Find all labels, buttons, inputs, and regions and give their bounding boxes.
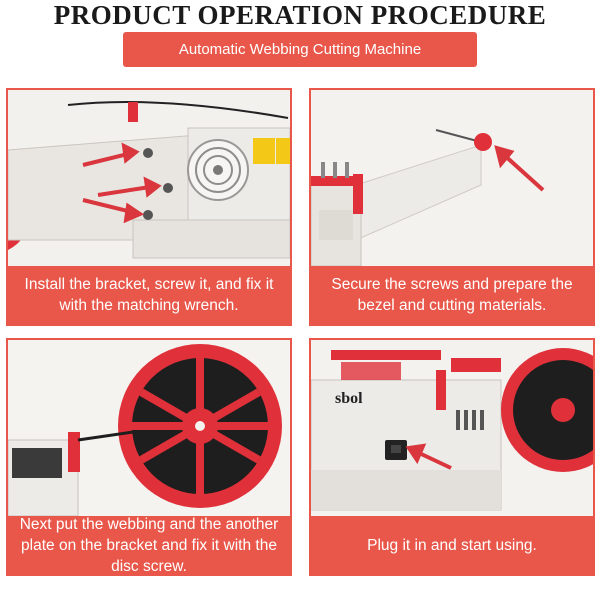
step-panel-3: Next put the webbing and the another pla… bbox=[6, 338, 292, 576]
subtitle-banner: Automatic Webbing Cutting Machine bbox=[123, 32, 477, 67]
step-4-caption: Plug it in and start using. bbox=[311, 516, 593, 574]
step-4-photo: sbol bbox=[311, 340, 593, 516]
step-2-photo bbox=[311, 90, 593, 266]
step-panel-4: sbol Plug it in and start using. bbox=[309, 338, 595, 576]
step-panel-1: Install the bracket, screw it, and fix i… bbox=[6, 88, 292, 326]
brand-text: sbol bbox=[335, 390, 363, 407]
page-title: PRODUCT OPERATION PROCEDURE bbox=[53, 0, 547, 30]
step-3-photo bbox=[8, 340, 290, 516]
step-panel-2: Secure the screws and prepare the bezel … bbox=[309, 88, 595, 326]
step-3-caption: Next put the webbing and the another pla… bbox=[8, 516, 290, 574]
step-1-caption: Install the bracket, screw it, and fix i… bbox=[8, 266, 290, 324]
step-2-caption: Secure the screws and prepare the bezel … bbox=[311, 266, 593, 324]
step-1-photo bbox=[8, 90, 290, 266]
